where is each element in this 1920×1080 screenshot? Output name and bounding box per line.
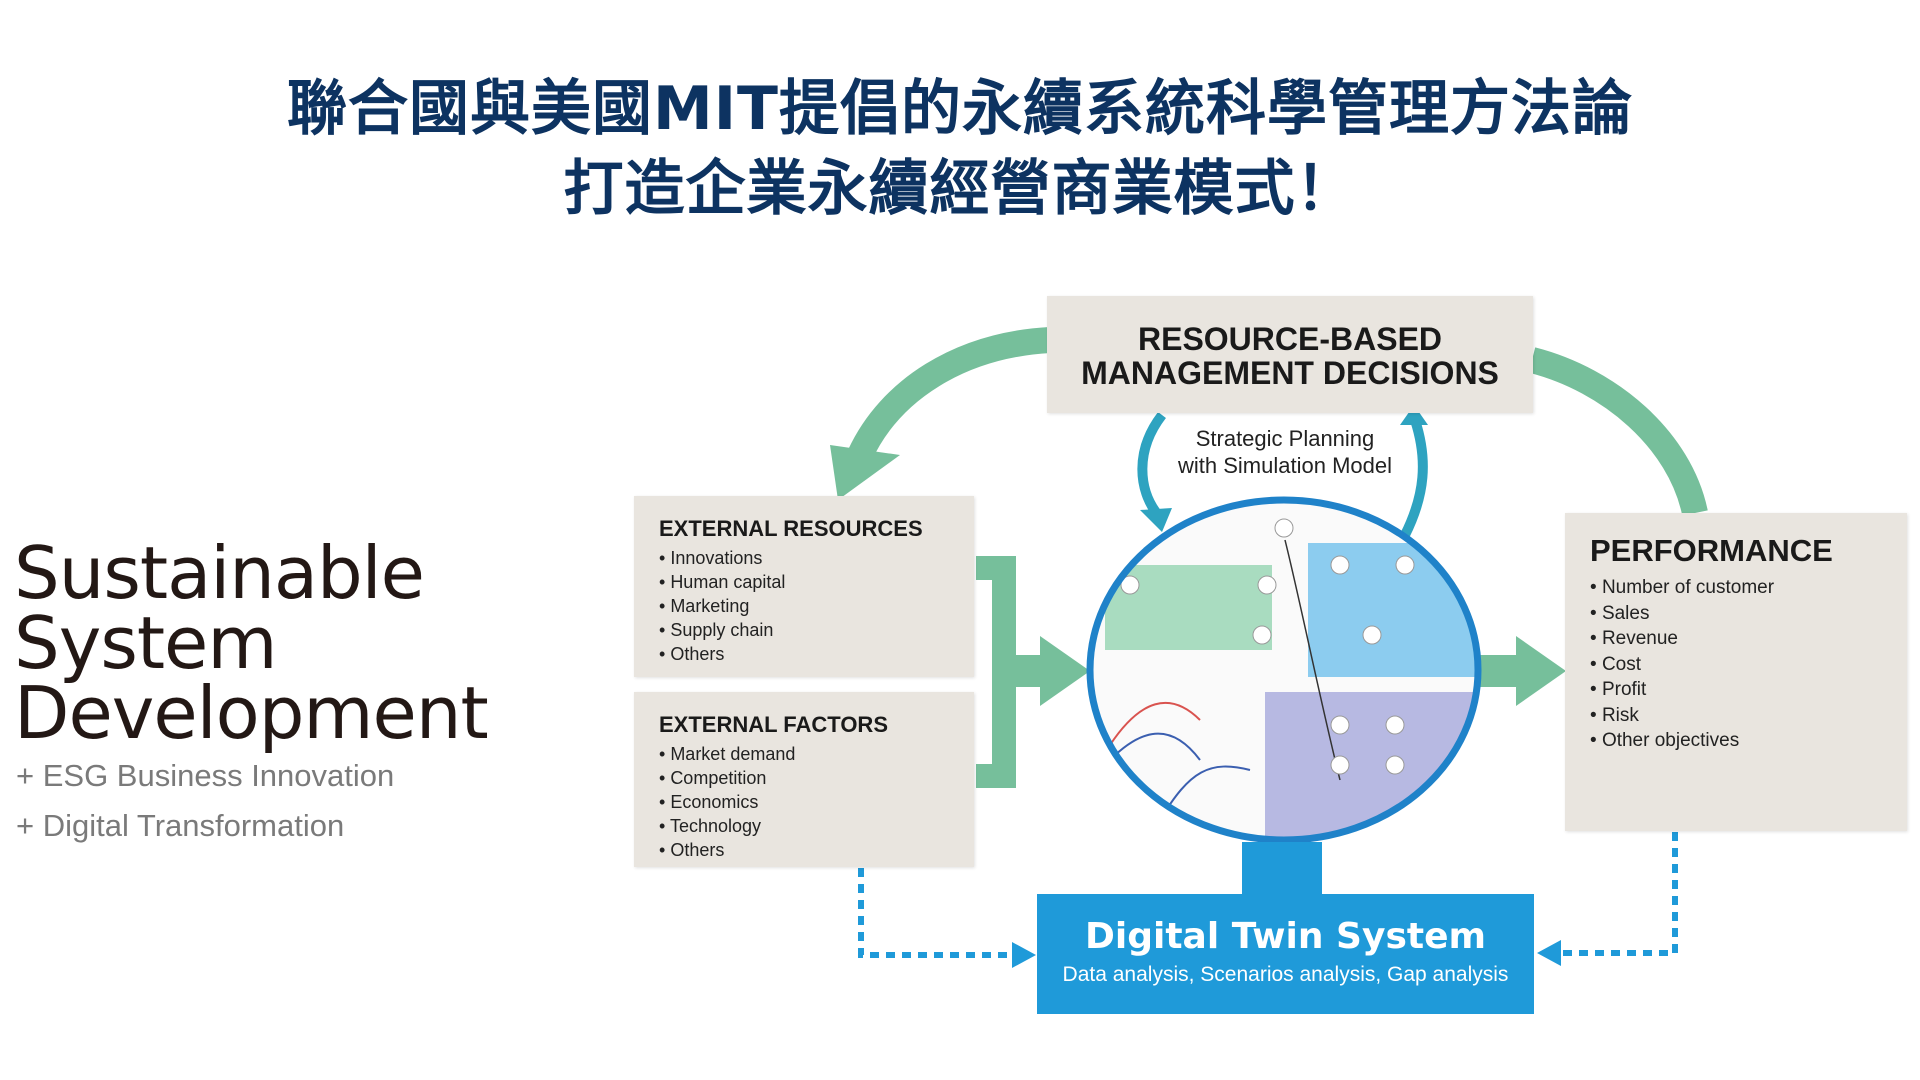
list-item: Market demand [659,742,974,766]
list-item: Competition [659,766,974,790]
external-factors-box: EXTERNAL FACTORS Market demand Competiti… [634,692,974,867]
model-stem [1242,842,1322,896]
list-item: Cost [1590,652,1907,678]
subtitle-esg: + ESG Business Innovation [16,758,395,793]
green-arc-right-arrow [1528,347,1708,516]
green-arc-left-arrow [848,327,1051,461]
model-circle-border [1086,496,1482,844]
subtitle-digital: + Digital Transformation [16,808,345,843]
teal-loop-left-arrow [1137,411,1167,519]
performance-box: PERFORMANCE Number of customer Sales Rev… [1565,513,1907,831]
left-title-line3: Development [14,671,489,755]
list-item: Others [659,642,974,666]
green-arrow-to-performance [1516,636,1566,706]
list-item: Sales [1590,601,1907,627]
list-item: Risk [1590,703,1907,729]
dotted-connector-left [858,868,1015,958]
teal-loop-right-arrow [1400,418,1428,538]
green-arc-left-arrowhead [830,445,900,500]
strategic-planning-line1: Strategic Planning [1195,426,1375,451]
strategic-planning-label: Strategic Planning with Simulation Model [1150,425,1420,479]
list-item: Others [659,838,974,862]
list-item: Revenue [1590,626,1907,652]
list-item: Marketing [659,594,974,618]
list-item: Number of customer [1590,575,1907,601]
list-item: Profit [1590,677,1907,703]
decisions-line1: RESOURCE-BASED [1137,321,1443,357]
list-item: Technology [659,814,974,838]
strategic-planning-line2: with Simulation Model [1178,453,1392,478]
left-title-line2: System [14,601,277,685]
digital-twin-system-box: Digital Twin System Data analysis, Scena… [1037,894,1534,1014]
list-item: Human capital [659,570,974,594]
digital-twin-title: Digital Twin System [1084,916,1487,957]
list-item: Economics [659,790,974,814]
list-item: Other objectives [1590,728,1907,754]
dotted-connector-right [1558,832,1678,956]
digital-twin-subtitle: Data analysis, Scenarios analysis, Gap a… [1062,963,1509,986]
performance-title: PERFORMANCE [1590,533,1833,568]
list-item: Innovations [659,546,974,570]
page-title-line1: 聯合國與美國MIT提倡的永續系統科學管理方法論 [287,74,1633,144]
page-title-line2: 打造企業永續經營商業模式！ [563,154,1357,224]
decisions-line2: MANAGEMENT DECISIONS [1081,355,1499,391]
external-factors-title: EXTERNAL FACTORS [659,712,888,737]
green-bracket [976,556,1016,788]
simulation-model-image [1090,500,1478,840]
external-resources-title: EXTERNAL RESOURCES [659,516,923,541]
external-resources-box: EXTERNAL RESOURCES Innovations Human cap… [634,496,974,677]
green-arrow-into-model [1040,636,1090,706]
left-title-line1: Sustainable [14,531,425,615]
list-item: Supply chain [659,618,974,642]
